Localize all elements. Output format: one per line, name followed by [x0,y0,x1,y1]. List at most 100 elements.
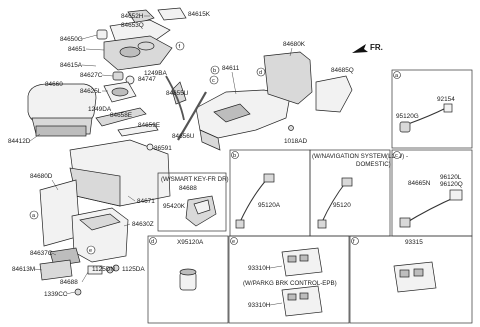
part-84650g-shape [96,29,108,40]
part-84658e-shape [95,107,147,127]
cupholder-ring-2 [137,41,155,51]
panel-c-96120l: 96120L [440,174,462,181]
label-84651: 84651 [68,46,86,53]
leader-84615a [81,64,97,67]
panel-d-tag [149,237,157,245]
label-84652h: 84652H [121,13,144,20]
panel-e-leader-b [269,302,283,306]
panel-f-tag-text: f [353,239,355,245]
label-84630z: 84630Z [132,221,154,228]
panel-f-btn1 [399,269,410,278]
label-1018ad: 1018AD [284,138,307,145]
smart-key-frame [157,172,227,232]
callout-c-text: c [212,78,215,84]
cupholder-ring [119,46,141,58]
smart-key-panel: (W/SMART KEY-FR DR) 84688 95420K [157,172,229,232]
leader-1339cc [65,291,76,295]
leader-84611 [231,71,237,95]
panel-a-frame [391,69,473,149]
panel-f-tag [351,237,359,245]
leader-84651 [85,48,105,51]
panel-b2-header-1: (W/NAVIGATION SYSTEM(LOW) - [312,153,408,160]
panel-f-switch-shape [393,261,437,293]
label-1339cc: 1339CC [44,291,68,298]
callout-e-text: e [89,248,92,254]
panel-e: e 93310H (W/PARKG BRK CONTROL-EPB) 93310… [228,235,350,324]
leader-84412d [29,133,41,142]
leader-84680k [289,47,293,57]
panel-e-tag-text: e [232,239,235,245]
panel-b-plug-shape [263,173,275,183]
part-84627c-shape [112,71,124,81]
panel-e-switch-b-shape [281,285,323,317]
leader-84613m [33,268,43,271]
label-84658e: 84658E [110,112,132,119]
callout-b [210,65,220,75]
label-84615a: 84615A [60,62,83,69]
panel-d: d X95120A [147,235,229,324]
part-84685q-shape [315,75,353,113]
panel-b2-header-2: DOMESTIC) [356,161,391,168]
panel-e-switch-b-btn2 [299,292,309,300]
part-1125da-shape [112,264,120,272]
panel-a-socket-shape [399,121,411,133]
leader-84688-main [81,271,89,283]
smart-key-header: (W/SMART KEY-FR DR) [161,176,229,183]
rod-84656u [177,91,207,141]
panel-c-jack-shape [399,217,411,228]
leader-84650g [81,34,98,40]
side-panels-group [263,51,353,113]
panel-c-tag [393,151,401,159]
panel-f-btn2 [413,268,424,277]
part-1339cc-shape [74,288,82,296]
leader-84630z [123,223,131,227]
console-side-face [69,167,121,207]
panel-e-switch-a-shape [281,247,323,277]
front-direction-indicator: FR. [352,43,383,53]
leader-84637c [51,252,57,256]
panel-b2: (W/NAVIGATION SYSTEM(LOW) - DOMESTIC) 95… [309,149,408,237]
front-arrow-icon [352,44,368,53]
armrest-group [27,83,97,137]
part-84688-lower-shape [87,265,103,275]
panel-c-tag-text: c [395,153,398,159]
part-84680k-shape [263,51,313,105]
leader-84680d [51,179,59,191]
callout-b-text: b [213,68,216,74]
panel-e-leader-a [269,265,283,269]
label-1125dn: 1125DN [92,266,115,273]
callouts-main: f b c d a e [29,41,266,255]
smart-key-antenna-shape [193,199,211,215]
panel-b-end-shape [235,219,245,229]
label-84680k: 84680K [283,41,306,48]
callout-f-text: f [179,44,181,50]
part-86591-shape [146,143,154,151]
label-84650g: 84650G [60,36,83,43]
label-84660: 84660 [45,81,63,88]
panel-e-93310h-a: 93310H [248,265,271,272]
part-84613m-shape [39,259,73,281]
panel-b-tag-text: b [233,153,236,159]
console-body-group [39,139,171,247]
panel-a-cable [407,107,447,125]
panel-a-92154: 92154 [437,96,455,103]
part-1018ad-shape [288,125,294,131]
panel-d-knob-top [179,268,197,276]
leader-84671 [127,195,136,202]
label-84680d: 84680D [30,173,53,180]
label-1249da: 1249DA [88,106,112,113]
panel-a-tag-text: a [395,73,399,79]
label-84747: 84747 [138,76,156,83]
panel-c-84665n: 84665N [408,180,431,187]
label-84627c: 84627C [80,72,103,79]
leader-84627c [101,74,114,77]
part-84412d-shape [35,125,87,137]
label-86591: 86591 [154,145,172,152]
panel-d-tag-text: d [151,239,154,245]
panel-f: f 93315 [349,235,473,324]
panel-b-cable [239,177,269,223]
panel-b-95120a: 95120A [258,202,281,209]
part-84655u-shape [171,81,187,105]
callout-a [29,210,39,220]
